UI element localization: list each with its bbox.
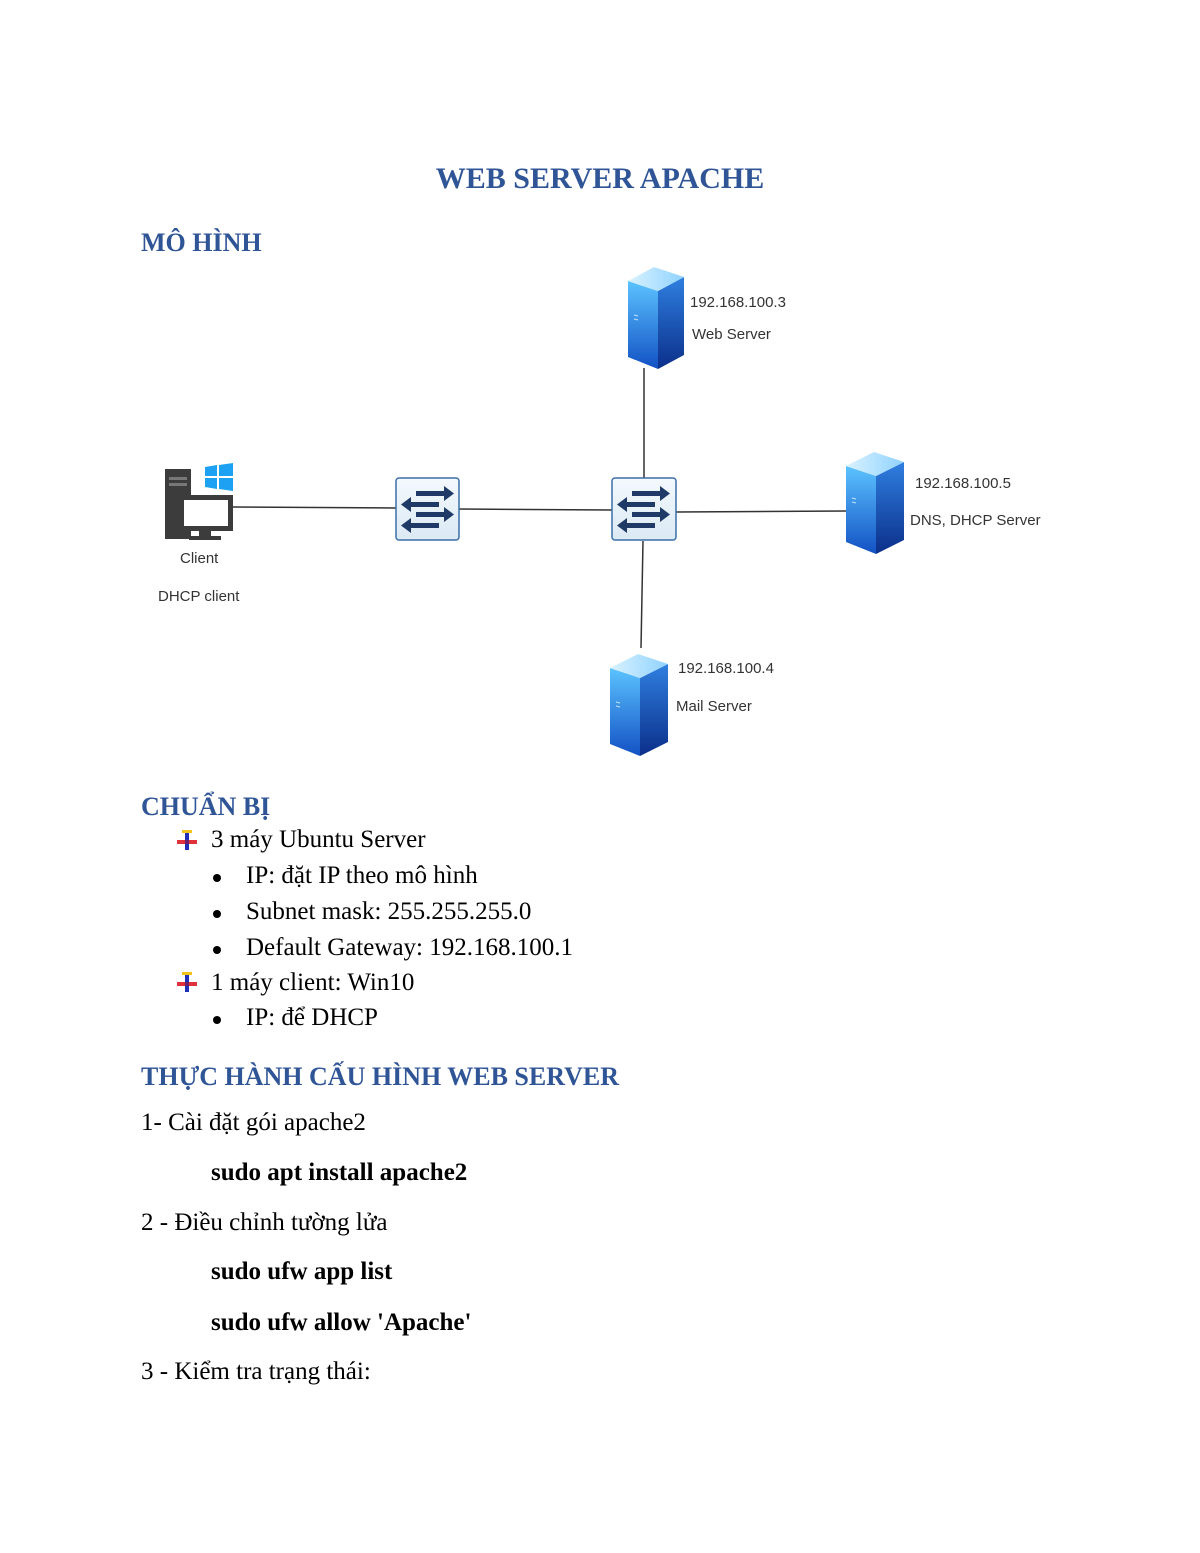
network-diagram: 192.168.100.3 Web Server 192.168.100.5 D… bbox=[158, 267, 1041, 756]
mail-server-ip: 192.168.100.4 bbox=[678, 660, 774, 677]
page-title: WEB SERVER APACHE bbox=[435, 162, 765, 195]
mail-server-label: Mail Server bbox=[676, 698, 752, 715]
section-heading-practice: THỰC HÀNH CẤU HÌNH WEB SERVER bbox=[141, 1062, 619, 1091]
command-ufw-allow-apache: sudo ufw allow 'Apache' bbox=[211, 1309, 472, 1336]
prepare-group-1: 3 máy Ubuntu Server bbox=[211, 826, 426, 853]
command-ufw-app-list: sudo ufw app list bbox=[211, 1258, 393, 1285]
dns-server-ip: 192.168.100.5 bbox=[915, 475, 1011, 492]
link-client-switch1 bbox=[231, 506, 397, 509]
windows-logo-icon bbox=[205, 463, 233, 491]
switch-icon-1 bbox=[395, 477, 460, 541]
bullet-dot bbox=[213, 1016, 221, 1024]
bullet-dot bbox=[213, 874, 221, 882]
prepare-item-subnet: Subnet mask: 255.255.255.0 bbox=[246, 898, 532, 925]
web-server-ip: 192.168.100.3 bbox=[690, 294, 786, 311]
step-1: 1- Cài đặt gói apache2 bbox=[141, 1109, 366, 1136]
link-switch2-dns bbox=[675, 510, 847, 513]
command-install-apache: sudo apt install apache2 bbox=[211, 1159, 468, 1186]
dns-server-label: DNS, DHCP Server bbox=[910, 512, 1041, 529]
prepare-item-ip: IP: đặt IP theo mô hình bbox=[246, 862, 478, 889]
mail-server-icon bbox=[610, 654, 668, 756]
client-label: Client bbox=[180, 550, 219, 567]
dns-server-icon bbox=[846, 452, 904, 554]
network-links bbox=[231, 368, 847, 649]
step-2: 2 - Điều chỉnh tường lửa bbox=[141, 1209, 388, 1236]
prepare-item-client-ip: IP: để DHCP bbox=[246, 1004, 378, 1031]
web-server-icon bbox=[628, 267, 684, 369]
section-heading-prepare: CHUẨN BỊ bbox=[141, 792, 271, 821]
section-heading-model: MÔ HÌNH bbox=[141, 228, 262, 257]
step-3: 3 - Kiểm tra trạng thái: bbox=[141, 1358, 371, 1385]
prepare-group-2: 1 máy client: Win10 bbox=[211, 969, 415, 996]
bullet-dot bbox=[213, 946, 221, 954]
web-server-label: Web Server bbox=[692, 326, 771, 343]
prepare-item-gateway: Default Gateway: 192.168.100.1 bbox=[246, 934, 574, 961]
switch-icon-2 bbox=[611, 477, 677, 541]
link-switch1-switch2 bbox=[458, 508, 613, 511]
windows-pc-icon bbox=[165, 463, 233, 540]
client-role-label: DHCP client bbox=[158, 588, 240, 605]
link-switch2-mail bbox=[640, 540, 644, 649]
pushpin-bullet-icon bbox=[177, 972, 197, 992]
pushpin-bullet-icon bbox=[177, 830, 197, 850]
bullet-dot bbox=[213, 910, 221, 918]
